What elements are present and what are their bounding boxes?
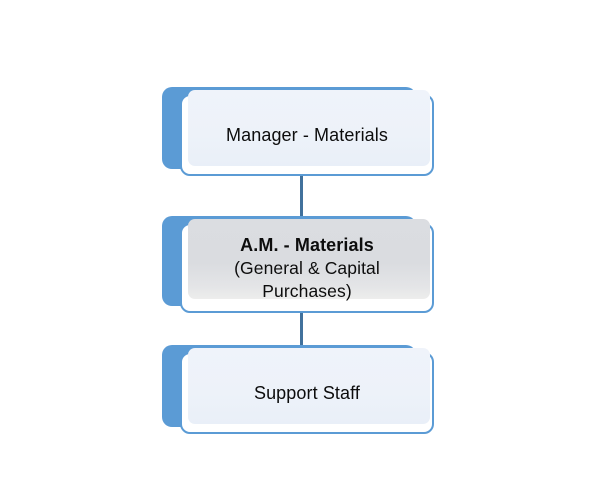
node-frame — [180, 219, 434, 313]
node-inner-fill — [188, 219, 430, 299]
connector-manager-to-am — [300, 170, 303, 220]
node-inner-fill — [188, 348, 430, 424]
node-frame — [180, 348, 434, 434]
connector-am-to-support — [300, 300, 303, 350]
node-frame — [180, 90, 434, 176]
node-inner-fill — [188, 90, 430, 166]
